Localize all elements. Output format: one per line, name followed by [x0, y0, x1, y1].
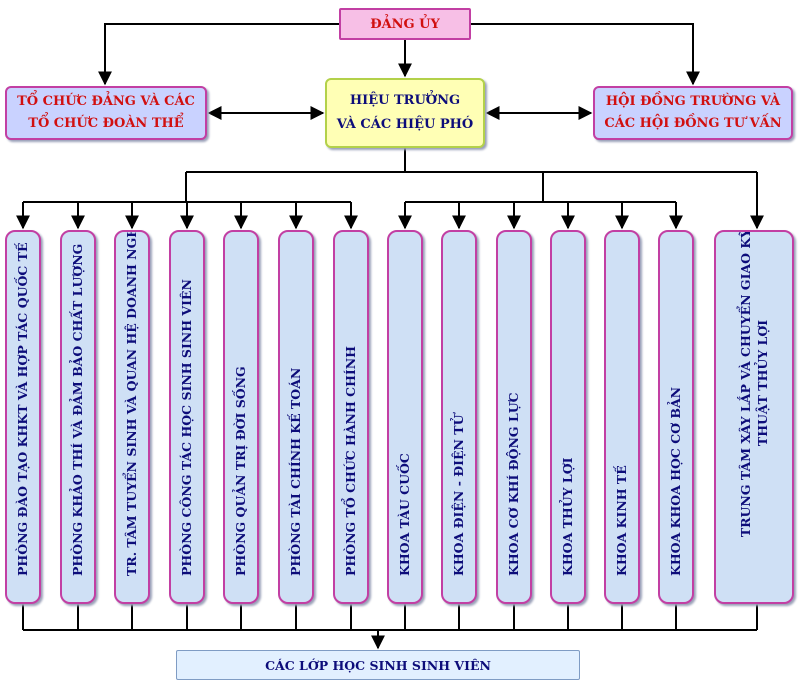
unit-label: KHOA TÀU CUỐC — [397, 453, 412, 576]
principal-line2: VÀ CÁC HIỆU PHÓ — [336, 117, 474, 132]
school-council-line2: CÁC HỘI ĐỒNG TƯ VẤN — [604, 116, 782, 131]
unit-label: KHOA KHOA HỌC CƠ BẢN — [668, 386, 683, 576]
unit-label: PHÒNG TỔ CHỨC HÀNH CHÍNH — [343, 346, 358, 576]
unit-box: KHOA ĐIỆN - ĐIỆN TỬ — [441, 230, 477, 604]
unit-box: TRUNG TÂM XÂY LẮP VÀ CHUYỂN GIAO KỸ THUẬ… — [714, 230, 794, 604]
unit-box: PHÒNG CÔNG TÁC HỌC SINH SINH VIÊN — [169, 230, 205, 604]
unit-box: PHÒNG KHẢO THÍ VÀ ĐẢM BẢO CHẤT LƯỢNG — [60, 230, 96, 604]
unit-label: TRUNG TÂM XÂY LẮP VÀ CHUYỂN GIAO KỸ THUẬ… — [738, 230, 770, 538]
party-organizations-box: TỔ CHỨC ĐẢNG VÀ CÁC TỔ CHỨC ĐOÀN THỂ — [5, 86, 207, 140]
unit-label: TR. TÂM TUYỂN SINH VÀ QUAN HỆ DOANH NGHI… — [124, 230, 139, 576]
connector-top-right — [471, 23, 700, 86]
unit-box: PHÒNG TỔ CHỨC HÀNH CHÍNH — [333, 230, 369, 604]
student-classes-label: CÁC LỚP HỌC SINH SINH VIÊN — [265, 657, 491, 673]
unit-box: PHÒNG QUẢN TRỊ ĐỜI SỐNG — [223, 230, 259, 604]
principal-box: HIỆU TRƯỞNG VÀ CÁC HIỆU PHÓ — [325, 78, 485, 148]
unit-label: KHOA CƠ KHÍ ĐỘNG LỰC — [506, 392, 521, 576]
unit-label: PHÒNG CÔNG TÁC HỌC SINH SINH VIÊN — [179, 279, 194, 576]
party-committee-label: ĐẢNG ỦY — [370, 16, 440, 32]
school-council-box: HỘI ĐỒNG TRƯỜNG VÀ CÁC HỘI ĐỒNG TƯ VẤN — [593, 86, 793, 140]
unit-box: PHÒNG TÀI CHÍNH KẾ TOÁN — [278, 230, 314, 604]
unit-box: KHOA TÀU CUỐC — [387, 230, 423, 604]
school-council-line1: HỘI ĐỒNG TRƯỜNG VÀ — [605, 94, 781, 109]
unit-box: TR. TÂM TUYỂN SINH VÀ QUAN HỆ DOANH NGHI… — [114, 230, 150, 604]
unit-box: KHOA THỦY LỢI — [550, 230, 586, 604]
unit-label: KHOA ĐIỆN - ĐIỆN TỬ — [451, 414, 466, 576]
unit-box: KHOA KINH TẾ — [604, 230, 640, 604]
unit-label: PHÒNG TÀI CHÍNH KẾ TOÁN — [288, 367, 303, 576]
unit-label: KHOA THỦY LỢI — [560, 457, 575, 576]
unit-label: PHÒNG KHẢO THÍ VÀ ĐẢM BẢO CHẤT LƯỢNG — [70, 243, 85, 576]
party-committee-box: ĐẢNG ỦY — [339, 8, 471, 40]
connector-top-left — [98, 23, 339, 86]
party-organizations-line1: TỔ CHỨC ĐẢNG VÀ CÁC — [17, 94, 195, 109]
unit-label: KHOA KINH TẾ — [614, 465, 629, 576]
principal-line1: HIỆU TRƯỞNG — [349, 93, 461, 108]
unit-label: PHÒNG ĐÀO TẠO KHKT VÀ HỢP TÁC QUỐC TẾ — [15, 242, 30, 576]
unit-label: PHÒNG QUẢN TRỊ ĐỜI SỐNG — [233, 366, 248, 576]
unit-box: KHOA CƠ KHÍ ĐỘNG LỰC — [496, 230, 532, 604]
unit-box: KHOA KHOA HỌC CƠ BẢN — [658, 230, 694, 604]
student-classes-box: CÁC LỚP HỌC SINH SINH VIÊN — [176, 650, 580, 680]
party-organizations-line2: TỔ CHỨC ĐOÀN THỂ — [28, 116, 184, 131]
unit-box: PHÒNG ĐÀO TẠO KHKT VÀ HỢP TÁC QUỐC TẾ — [5, 230, 41, 604]
